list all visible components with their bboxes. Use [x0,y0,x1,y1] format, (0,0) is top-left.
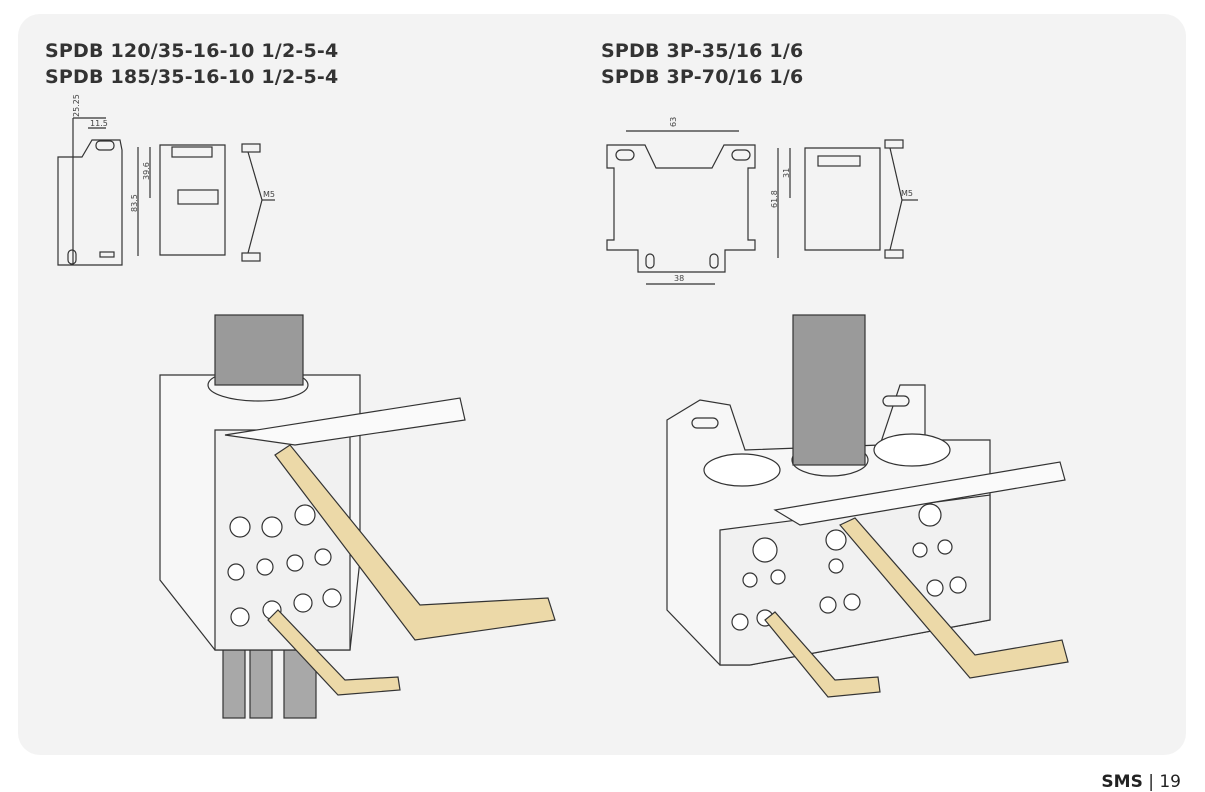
dim-63: 63 [669,117,678,127]
dim-25-25: 25.25 [72,94,81,117]
dim-61-8: 61.8 [770,190,779,208]
right-product-titles: SPDB 3P-35/16 1/6 SPDB 3P-70/16 1/6 [601,38,803,90]
right-product-illustration [666,314,1069,698]
dim-39-6: 39.6 [142,162,151,180]
dim-m5-right: M5 [901,189,913,198]
brand-logo: SMS [1101,772,1143,792]
left-dimension-drawing [57,117,275,266]
dim-31: 31 [782,168,791,178]
right-title-2: SPDB 3P-70/16 1/6 [601,66,804,88]
dim-m5-left: M5 [263,190,275,199]
left-product-titles: SPDB 120/35-16-10 1/2-5-4 SPDB 185/35-16… [45,38,338,90]
footer-separator: | [1142,772,1160,792]
right-dimension-drawing [606,130,918,285]
left-title-1: SPDB 120/35-16-10 1/2-5-4 [45,40,339,62]
page-footer: SMS | 19 [1101,772,1181,792]
left-product-illustration [159,314,556,719]
dim-11-5: 11.5 [90,119,108,128]
page-number: 19 [1159,772,1181,792]
dim-83-5: 83.5 [130,194,139,212]
dim-38: 38 [674,274,684,283]
left-title-2: SPDB 185/35-16-10 1/2-5-4 [45,66,339,88]
right-title-1: SPDB 3P-35/16 1/6 [601,40,804,62]
